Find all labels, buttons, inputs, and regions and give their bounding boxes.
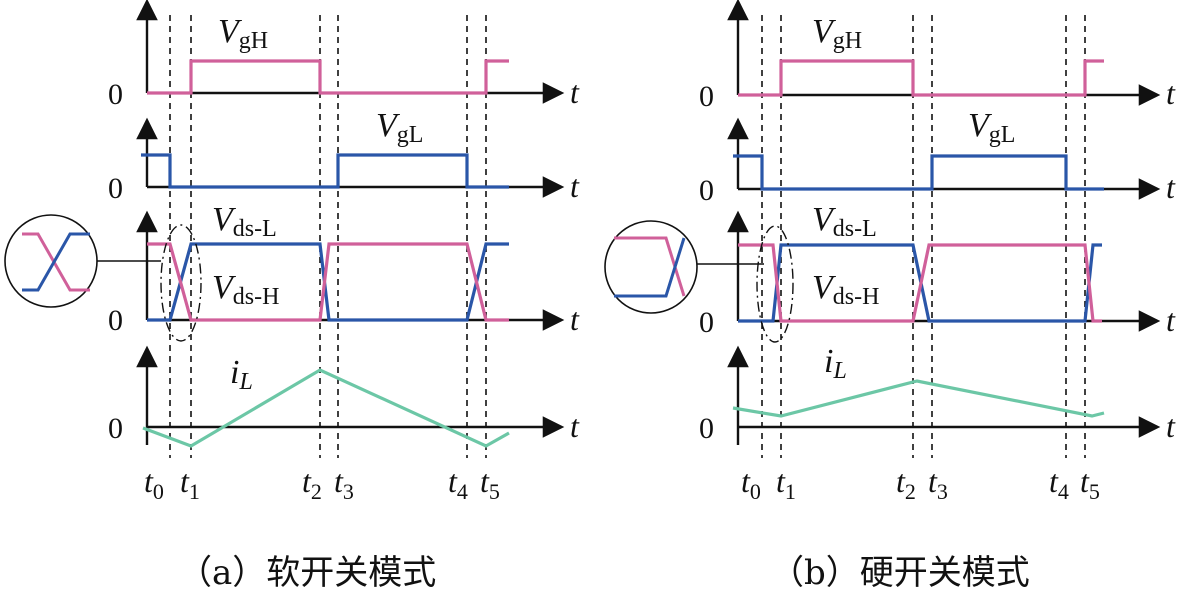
t0-label: t0 xyxy=(741,463,761,504)
vgl-waveform xyxy=(733,154,1104,191)
zoom-vdsl-trace xyxy=(22,232,90,292)
panel-a: 0 0 0 0 t t t t VgH VgL Vds-L Vds-H iL t… xyxy=(4,0,580,593)
zoom-ellipse xyxy=(160,224,202,342)
t-axis-label: t xyxy=(570,74,580,110)
vgh-label: VgH xyxy=(218,13,268,54)
vgl-label: VgL xyxy=(968,107,1015,148)
zoom-vdsh-trace xyxy=(614,236,686,297)
t3-label: t3 xyxy=(334,463,354,504)
vgh-waveform xyxy=(147,59,509,95)
zoom-ellipse xyxy=(756,225,794,343)
vdsl-label: Vds-L xyxy=(212,201,277,242)
t1-label: t1 xyxy=(776,463,796,504)
vdsh-label: Vds-H xyxy=(212,269,279,310)
vdsh-waveform xyxy=(147,242,509,322)
t-axis-label: t xyxy=(1166,408,1176,444)
zero-label: 0 xyxy=(108,304,123,337)
zero-label: 0 xyxy=(699,412,714,445)
t4-label: t4 xyxy=(1049,463,1069,504)
t5-label: t5 xyxy=(1080,463,1100,504)
vgl-label: VgL xyxy=(376,107,423,148)
t-axis-label: t xyxy=(570,408,580,444)
t4-label: t4 xyxy=(448,463,468,504)
t-axis-label: t xyxy=(1166,169,1176,205)
t3-label: t3 xyxy=(928,463,948,504)
t-axis-label: t xyxy=(570,168,580,204)
t1-label: t1 xyxy=(180,463,200,504)
zero-label: 0 xyxy=(108,172,123,205)
zoom-vdsl-trace xyxy=(614,237,686,298)
t-axis-label: t xyxy=(1166,75,1176,111)
il-label: iL xyxy=(824,343,847,384)
zoom-circle xyxy=(604,220,698,314)
vdsh-label: Vds-H xyxy=(812,269,879,310)
panel-caption: （b）硬开关模式 xyxy=(770,553,1030,593)
zoom-circle xyxy=(4,214,98,308)
t2-label: t2 xyxy=(896,463,916,504)
panel-b: 0 0 0 0 t t t t VgH VgL Vds-L Vds-H iL t… xyxy=(604,0,1176,593)
vdsl-label: Vds-L xyxy=(812,201,877,242)
vgh-label: VgH xyxy=(812,13,862,54)
zero-label: 0 xyxy=(699,306,714,339)
t-axis-label: t xyxy=(1166,302,1176,338)
panel-caption: （a）软开关模式 xyxy=(178,553,436,593)
zero-label: 0 xyxy=(108,412,123,445)
vgh-waveform xyxy=(738,59,1104,97)
il-label: iL xyxy=(230,354,253,395)
t5-label: t5 xyxy=(480,463,500,504)
t0-label: t0 xyxy=(144,463,164,504)
zero-label: 0 xyxy=(108,78,123,111)
vgl-waveform xyxy=(141,153,509,189)
t2-label: t2 xyxy=(302,463,322,504)
zoom-vdsh-trace xyxy=(22,232,90,292)
vdsh-waveform xyxy=(738,243,1102,323)
zero-label: 0 xyxy=(699,80,714,113)
t-axis-label: t xyxy=(570,301,580,337)
il-waveform xyxy=(142,368,510,448)
zero-label: 0 xyxy=(699,174,714,207)
il-waveform xyxy=(732,379,1105,418)
